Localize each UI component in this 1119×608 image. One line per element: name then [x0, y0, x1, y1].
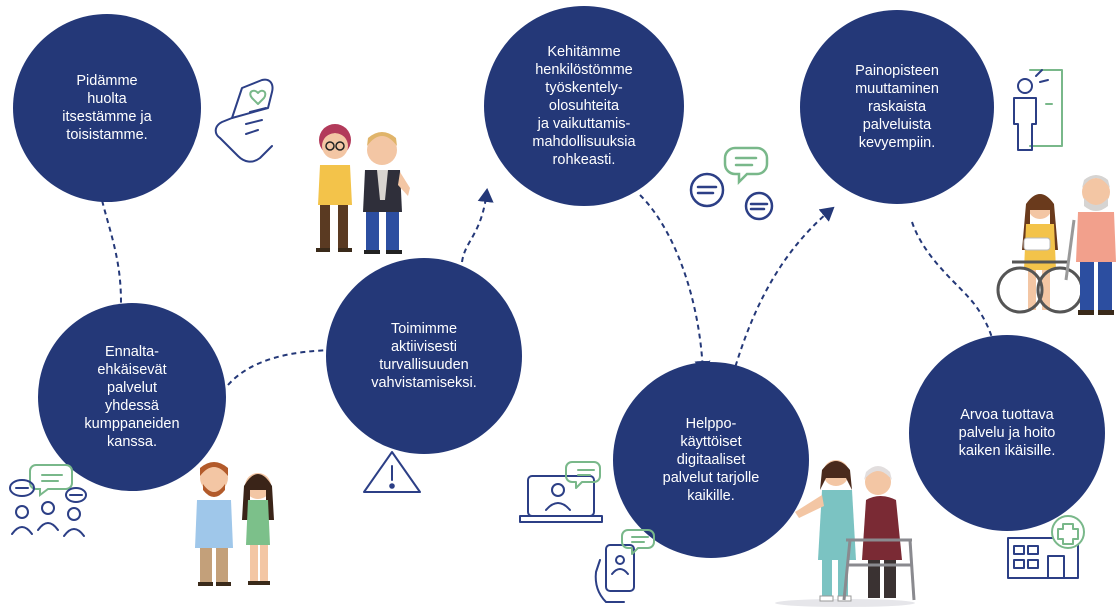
arrow-4-5 [639, 194, 711, 375]
step-7-text: Arvoa tuottava palvelu ja hoito kaiken i… [958, 407, 1056, 459]
arrow-3-4 [461, 188, 494, 263]
step-6-text: Painopisteen muuttaminen raskaista palve… [855, 63, 939, 151]
caregiver-illustration [775, 460, 916, 607]
chat-bubbles-icon [689, 146, 774, 221]
step-3-text: Toimimme aktiivisesti turvallisuuden vah… [371, 321, 477, 391]
step-circle-7: Arvoa tuottava palvelu ja hoito kaiken i… [909, 335, 1105, 531]
wheelchair-illustration [996, 175, 1116, 315]
couple-illustration-top [316, 124, 410, 254]
step-2-text: Ennalta- ehkäisevät palvelut yhdessä kum… [84, 344, 180, 450]
phone-chat-icon [594, 529, 655, 603]
warning-icon [363, 451, 421, 493]
hospital-icon [1007, 515, 1085, 579]
couple-illustration-bottom [195, 462, 274, 586]
step-circle-1: Pidämme huolta itsestämme ja toisistamme… [13, 14, 201, 202]
arrow-2-3 [227, 342, 342, 386]
chat-group-icon [9, 464, 87, 537]
step-circle-3: Toimimme aktiivisesti turvallisuuden vah… [326, 258, 522, 454]
step-5-text: Helppo- käyttöiset digitaaliset palvelut… [662, 416, 760, 504]
hand-heart-icon [214, 78, 274, 163]
person-door-icon [1013, 69, 1063, 151]
step-circle-4: Kehitämme henkilöstömme työskentely- olo… [484, 6, 684, 206]
step-circle-5: Helppo- käyttöiset digitaaliset palvelut… [613, 362, 809, 558]
laptop-chat-icon [519, 461, 603, 523]
step-1-text: Pidämme huolta itsestämme ja toisistamme… [62, 73, 152, 143]
step-4-text: Kehitämme henkilöstömme työskentely- olo… [532, 44, 636, 168]
step-circle-6: Painopisteen muuttaminen raskaista palve… [800, 10, 994, 204]
step-circle-2: Ennalta- ehkäisevät palvelut yhdessä kum… [38, 303, 226, 491]
arrow-5-6 [727, 206, 835, 393]
